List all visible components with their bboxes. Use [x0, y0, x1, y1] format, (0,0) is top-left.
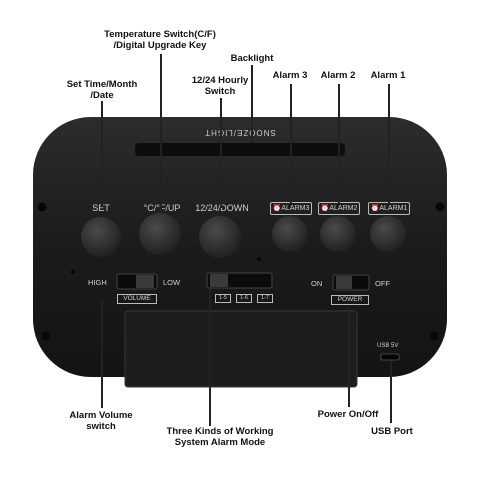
usb-label: USB 5V [377, 343, 399, 349]
mode-label-1-5: 1-5 [215, 294, 231, 303]
hourly-down-button[interactable] [199, 216, 241, 258]
alarm2-button[interactable] [320, 216, 356, 252]
power-off-label: OFF [375, 279, 390, 288]
leader-set [101, 101, 103, 207]
callout-working-mode: Three Kinds of Working System Alarm Mode [166, 426, 274, 448]
alarm-clock-icon: ⏰ [320, 205, 330, 212]
snooze-bar[interactable] [135, 143, 345, 156]
power-slider-knob[interactable] [336, 276, 352, 289]
callout-power: Power On/Off [317, 409, 379, 420]
screw [429, 331, 439, 341]
leader-volume [101, 300, 103, 408]
volume-low-label: LOW [163, 278, 181, 287]
temp-up-button[interactable] [139, 213, 181, 255]
screw [435, 202, 445, 212]
callout-alarm3: Alarm 3 [272, 70, 308, 81]
callout-alarm-volume: Alarm Volume switch [69, 410, 133, 432]
leader-temperature [160, 54, 162, 212]
alarm1-button[interactable] [370, 216, 406, 252]
leader-backlight [251, 65, 253, 143]
callout-usb-port: USB Port [371, 426, 413, 437]
callout-set-time: Set Time/Month /Date [66, 79, 138, 101]
light-sensor [257, 257, 261, 261]
leader-usb [390, 361, 392, 423]
mic-hole [71, 270, 75, 274]
leader-alarm1 [388, 84, 390, 204]
alarm-clock-icon: ⏰ [272, 205, 282, 212]
leader-hourly [220, 98, 222, 208]
alarm3-button[interactable] [272, 216, 308, 252]
alarm2-label: ALARM2 [329, 205, 358, 212]
leader-power [348, 307, 350, 407]
snooze-light-text: SNOOZE/LIGHT [204, 128, 276, 137]
battery-door [124, 310, 358, 388]
alarm-clock-icon: ⏰ [370, 205, 380, 212]
alarm3-label: ALARM3 [281, 205, 310, 212]
usb-port[interactable] [380, 353, 400, 361]
screw [41, 331, 51, 341]
callout-alarm1: Alarm 1 [370, 70, 406, 81]
screw [37, 202, 47, 212]
callout-temperature-switch: Temperature Switch(C/F) /Digital Upgrade… [104, 29, 216, 51]
callout-backlight: Backlight [230, 53, 274, 64]
leader-alarm3 [290, 84, 292, 204]
alarm1-label: ALARM1 [379, 205, 408, 212]
down-label: 12/24/DOWN [195, 203, 249, 213]
mode-label-1-6: 1-6 [236, 294, 252, 303]
set-button[interactable] [81, 217, 121, 257]
leader-mode [209, 289, 211, 426]
set-label: SET [92, 203, 110, 213]
volume-high-label: HIGH [88, 278, 107, 287]
volume-slider-knob[interactable] [136, 275, 154, 288]
callout-hourly-switch: 12/24 Hourly Switch [191, 75, 249, 97]
power-label: POWER [331, 295, 369, 305]
callout-alarm2: Alarm 2 [320, 70, 356, 81]
mode-label-1-7: 1-7 [257, 294, 273, 303]
mode-slider-knob[interactable] [210, 274, 228, 287]
volume-label: VOLUME [117, 294, 157, 304]
leader-alarm2 [338, 84, 340, 204]
power-on-label: ON [311, 279, 323, 288]
temp-label: °C/°F/UP [143, 203, 181, 213]
